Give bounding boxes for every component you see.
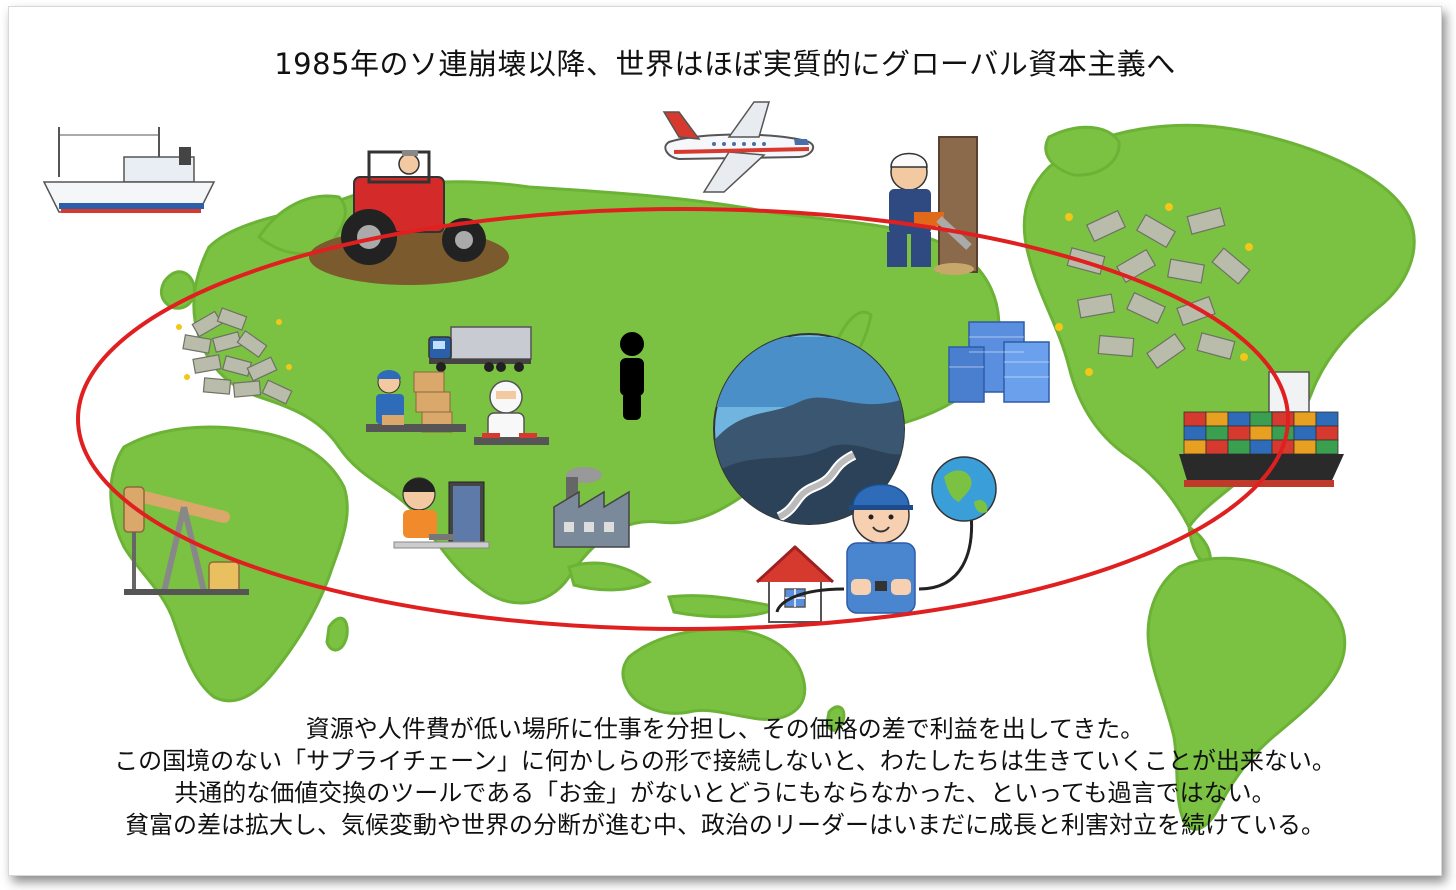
greenland (1044, 125, 1121, 177)
page-title: 1985年のソ連崩壊以降、世界はほぼ実質的にグローバル資本主義へ (274, 47, 1176, 81)
airplane-icon (662, 101, 815, 193)
new-zealand (825, 705, 846, 732)
programmer-icon (393, 477, 490, 549)
caption-line: 貧富の差は拡大し、気候変動や世界の分断が進む中、政治のリーダーはいまだに成長と利… (125, 811, 1325, 839)
indonesia (666, 594, 784, 619)
truck-icon (428, 326, 532, 372)
world-map (42, 101, 1416, 831)
office-building-icon (948, 321, 1050, 403)
engineer-icon (775, 483, 974, 614)
house-icon (755, 545, 835, 623)
money-pile-europe-icon (176, 307, 293, 405)
madagascar (325, 616, 349, 652)
factory-worker-icon (474, 380, 549, 445)
southeast-asia (567, 561, 652, 592)
europe-north (256, 194, 347, 256)
earth-icon (931, 456, 997, 522)
factory-icon (553, 467, 630, 548)
caption-line: 共通的な価値交換のツールである「お金」がないとどうにもならなかった、といっても過… (174, 779, 1276, 807)
slide: 1985年のソ連崩壊以降、世界はほぼ実質的にグローバル資本主義へ 資源や人件費が… (8, 6, 1442, 876)
south-america-landmass (1146, 556, 1347, 831)
caption-line: この国境のない「サプライチェーン」に何かしらの形で接続しないと、わたしたちは生き… (114, 747, 1336, 775)
oil-pump-icon (123, 486, 249, 595)
supply-chain-ellipse (76, 207, 1290, 631)
australia-landmass (621, 627, 807, 721)
fishing-ship-icon (42, 127, 216, 213)
warehouse-worker-icon (366, 370, 466, 433)
silhouette-person-icon (620, 332, 644, 420)
money-pile-america-icon (1055, 203, 1253, 376)
caption: 資源や人件費が低い場所に仕事を分担し、その価格の差で利益を出してきた。 この国境… (9, 713, 1441, 841)
caption-line: 資源や人件費が低い場所に仕事を分担し、その価格の差で利益を出してきた。 (305, 715, 1145, 743)
